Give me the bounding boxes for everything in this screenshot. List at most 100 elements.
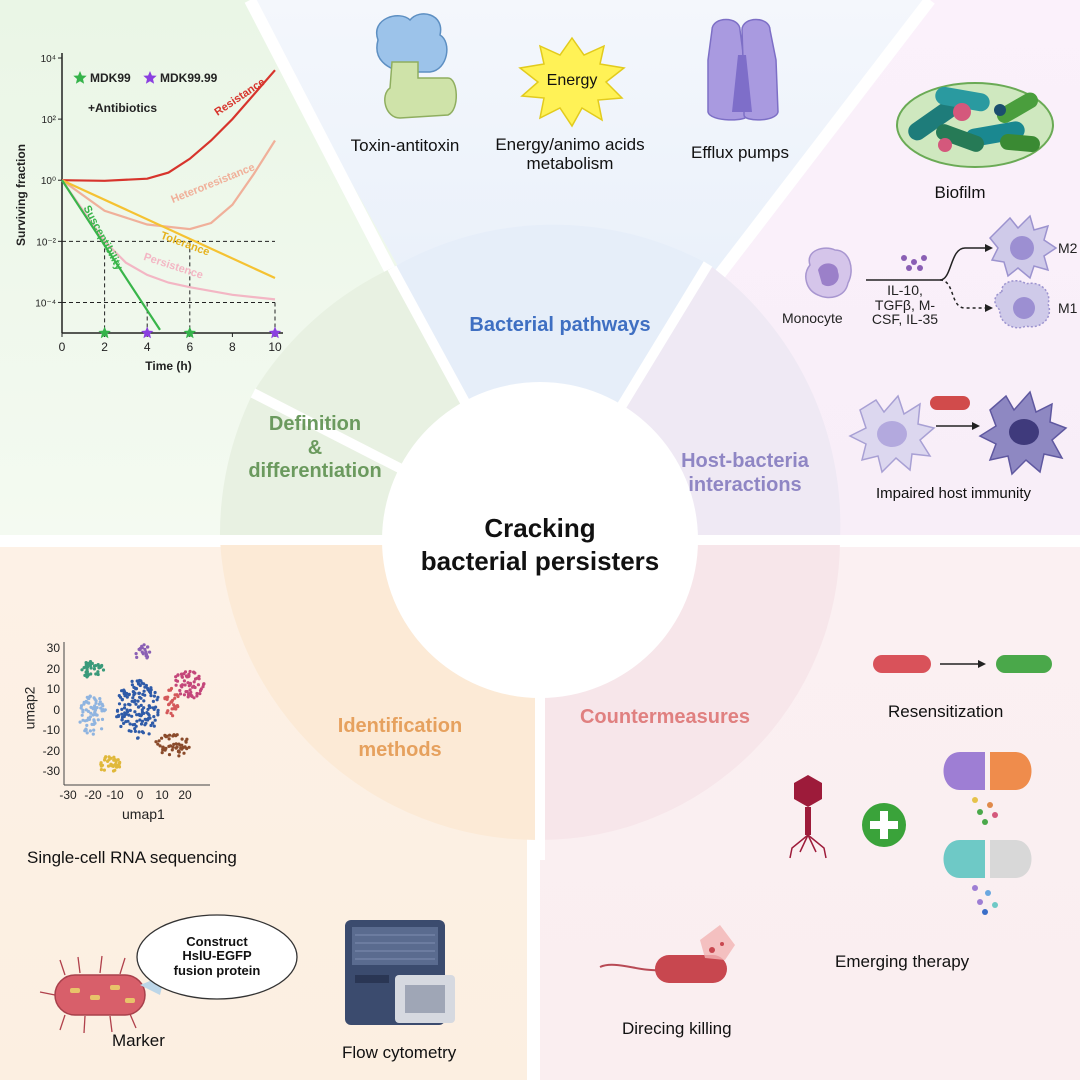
umap-point xyxy=(179,672,184,676)
y-tick-label: 10⁴ xyxy=(41,54,56,65)
x-axis-label: Time (h) xyxy=(145,359,191,373)
umap-point xyxy=(140,730,144,734)
umap-point xyxy=(149,723,153,728)
umap-point xyxy=(109,762,113,766)
umap-point xyxy=(134,724,138,728)
umap-point xyxy=(120,715,125,719)
umap-point xyxy=(167,737,171,741)
umap-point xyxy=(147,713,151,717)
umap-point xyxy=(167,744,171,749)
umap-point xyxy=(186,675,190,679)
umap-point xyxy=(193,685,197,690)
umap-point xyxy=(156,710,160,715)
umap-point xyxy=(168,733,172,737)
umap-x-label: umap1 xyxy=(122,806,165,822)
umap-point xyxy=(88,715,92,719)
toxin-antitoxin-icon xyxy=(375,13,457,119)
umap-point xyxy=(170,700,174,704)
umap-point xyxy=(130,679,134,684)
umap-point xyxy=(187,684,191,688)
umap-point xyxy=(167,753,172,757)
umap-point xyxy=(118,760,122,765)
umap-point xyxy=(125,691,129,696)
umap-point xyxy=(178,688,182,693)
section-label-host: Host-bacteria interactions xyxy=(681,450,809,496)
umap-point xyxy=(178,692,183,696)
umap-point xyxy=(86,673,90,677)
umap-point xyxy=(131,696,135,700)
umap-point xyxy=(80,668,84,672)
emerging-therapy-label: Emerging therapy xyxy=(835,952,970,971)
umap-point xyxy=(84,665,88,669)
m2-macrophage-icon xyxy=(988,214,1058,280)
umap-point xyxy=(100,702,104,706)
umap-point xyxy=(96,672,100,677)
umap-point xyxy=(182,751,186,755)
umap-point xyxy=(197,677,201,681)
umap-point xyxy=(100,727,104,731)
umap-point xyxy=(94,672,98,676)
umap-point xyxy=(84,728,88,732)
umap-point xyxy=(152,715,156,719)
umap-point xyxy=(87,701,91,705)
umap-point xyxy=(96,670,100,674)
umap-point xyxy=(167,688,171,692)
umap-point xyxy=(153,718,157,722)
umap-point xyxy=(146,707,150,712)
umap-point xyxy=(88,729,92,733)
umap-point xyxy=(163,733,167,737)
umap-point xyxy=(177,749,181,753)
umap-point xyxy=(169,711,173,716)
umap-point xyxy=(186,695,190,699)
umap-point xyxy=(117,694,121,698)
umap-point xyxy=(180,737,184,741)
umap-point xyxy=(151,699,155,704)
umap-point xyxy=(176,694,180,699)
umap-point xyxy=(124,720,128,724)
umap-point xyxy=(175,704,179,708)
mdk-marker xyxy=(98,326,111,339)
umap-point xyxy=(99,706,103,710)
umap-point xyxy=(96,663,100,667)
mdk-marker xyxy=(268,326,282,339)
umap-point xyxy=(117,765,122,769)
umap-point xyxy=(114,763,118,767)
umap-point xyxy=(140,681,144,685)
umap-point xyxy=(155,698,159,702)
umap-point xyxy=(138,713,142,718)
umap-point xyxy=(96,718,100,722)
umap-point xyxy=(94,706,98,710)
umap-point xyxy=(92,719,96,723)
umap-point xyxy=(115,715,119,719)
umap-point xyxy=(101,668,106,672)
umap-point xyxy=(163,748,167,752)
umap-point xyxy=(102,768,106,772)
series-line-tolerance xyxy=(61,179,276,279)
umap-point xyxy=(149,686,153,690)
umap-point xyxy=(136,736,140,740)
umap-point xyxy=(122,721,126,726)
umap-point xyxy=(123,711,127,715)
umap-point xyxy=(93,697,97,701)
umap-y-tick-label: -20 xyxy=(42,743,60,758)
y-tick-label: 10² xyxy=(42,115,57,126)
umap-x-tick-label: -10 xyxy=(106,788,124,802)
impaired-immunity-label: Impaired host immunity xyxy=(876,485,1032,502)
umap-point xyxy=(125,708,129,712)
series-line-heteroresistance xyxy=(61,139,276,231)
energy-burst-icon xyxy=(518,36,626,128)
umap-y-tick-label: 10 xyxy=(46,682,60,696)
umap-point xyxy=(160,736,164,740)
mdk-marker xyxy=(141,326,154,339)
umap-point xyxy=(130,714,134,718)
umap-point xyxy=(152,694,156,698)
umap-point xyxy=(202,682,206,686)
umap-point xyxy=(99,768,103,772)
polarization-arrows xyxy=(866,244,993,312)
umap-point xyxy=(97,702,101,706)
umap-y-tick-label: 0 xyxy=(53,702,60,717)
section-label-identification: Identification methods xyxy=(337,715,463,761)
umap-x-tick-label: -30 xyxy=(59,788,77,802)
umap-point xyxy=(136,681,141,686)
